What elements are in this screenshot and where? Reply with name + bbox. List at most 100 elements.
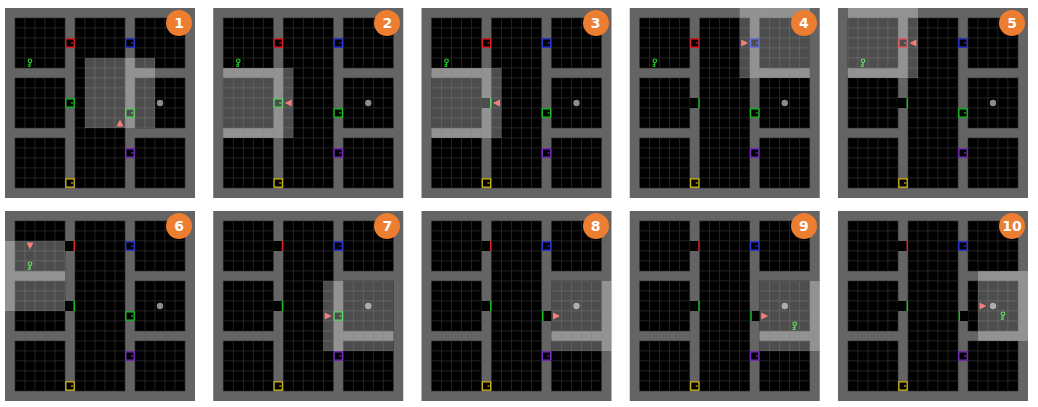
closed-door: [691, 39, 699, 47]
floor-cell: [35, 28, 45, 38]
agent-view: [442, 88, 452, 98]
floor-cell: [323, 68, 333, 78]
floor-cell: [75, 148, 85, 158]
floor-cell: [15, 251, 25, 261]
floor-cell: [55, 341, 65, 351]
closed-door: [126, 149, 134, 157]
floor-cell: [283, 108, 293, 118]
door-handle: [548, 152, 550, 153]
agent-view: [780, 8, 790, 18]
agent-view: [125, 88, 135, 98]
floor-cell: [155, 221, 165, 231]
floor-cell: [780, 38, 790, 48]
floor-cell: [710, 28, 720, 38]
floor-cell: [25, 261, 35, 271]
floor-cell: [948, 138, 958, 148]
agent-view: [472, 78, 482, 88]
floor-cell: [243, 88, 253, 98]
agent-view: [888, 38, 898, 48]
floor-cell: [283, 118, 293, 128]
floor-cell: [800, 118, 810, 128]
floor-cell: [293, 78, 303, 88]
floor-cell: [552, 178, 562, 188]
floor-cell: [155, 341, 165, 351]
floor-cell: [293, 361, 303, 371]
agent-view: [105, 68, 115, 78]
floor-cell: [45, 221, 55, 231]
floor-cell: [313, 381, 323, 391]
floor-cell: [383, 118, 393, 128]
floor-cell: [562, 58, 572, 68]
agent-view: [462, 78, 472, 88]
floor-cell: [700, 48, 710, 58]
door-cell: [898, 98, 908, 108]
floor-cell: [95, 301, 105, 311]
floor-cell: [243, 18, 253, 28]
door-cell: [750, 148, 760, 158]
floor-cell: [700, 38, 710, 48]
floor-cell: [770, 178, 780, 188]
floor-cell: [303, 341, 313, 351]
floor-cell: [155, 78, 165, 88]
floor-cell: [105, 38, 115, 48]
floor-cell: [592, 98, 602, 108]
door-handle: [756, 112, 758, 113]
floor-cell: [363, 18, 373, 28]
floor-cell: [452, 168, 462, 178]
agent-view: [770, 48, 780, 58]
floor-cell: [243, 221, 253, 231]
floor-cell: [978, 78, 988, 88]
agent-view: [432, 88, 442, 98]
agent-view: [492, 128, 502, 138]
floor-cell: [175, 178, 185, 188]
agent-view: [55, 281, 65, 291]
closed-door: [66, 39, 74, 47]
floor-cell: [95, 118, 105, 128]
floor-cell: [562, 18, 572, 28]
floor-cell: [918, 158, 928, 168]
agent-view: [770, 68, 780, 78]
floor-cell: [95, 241, 105, 251]
floor-cell: [432, 158, 442, 168]
floor-cell: [135, 371, 145, 381]
floor-cell: [155, 281, 165, 291]
floor-cell: [263, 311, 273, 321]
floor-cell: [105, 88, 115, 98]
agent-view: [492, 108, 502, 118]
floor-cell: [432, 168, 442, 178]
floor-cell: [452, 38, 462, 48]
floor-cell: [165, 321, 175, 331]
floor-cell: [25, 48, 35, 58]
floor-cell: [55, 251, 65, 261]
floor-cell: [55, 371, 65, 381]
floor-cell: [323, 271, 333, 281]
floor-cell: [293, 38, 303, 48]
agent-view: [15, 281, 25, 291]
door-handle: [964, 112, 966, 113]
door-cell: [542, 108, 552, 118]
floor-cell: [582, 58, 592, 68]
door-handle: [131, 152, 133, 153]
floor-cell: [233, 261, 243, 271]
closed-door: [274, 99, 282, 107]
floor-cell: [730, 48, 740, 58]
agent-view: [135, 118, 145, 128]
floor-cell: [165, 261, 175, 271]
floor-cell: [660, 38, 670, 48]
floor-cell: [472, 138, 482, 148]
floor-cell: [562, 78, 572, 88]
floor-cell: [175, 78, 185, 88]
agent-view: [273, 128, 283, 138]
floor-cell: [135, 18, 145, 28]
floor-cell: [848, 58, 858, 68]
floor-cell: [650, 168, 660, 178]
floor-cell: [760, 58, 770, 68]
floor-cell: [532, 118, 542, 128]
floor-cell: [452, 158, 462, 168]
floor-cell: [670, 178, 680, 188]
floor-cell: [283, 341, 293, 351]
floor-cell: [790, 168, 800, 178]
ball: [782, 100, 788, 106]
key: [653, 59, 657, 67]
floor-cell: [135, 241, 145, 251]
